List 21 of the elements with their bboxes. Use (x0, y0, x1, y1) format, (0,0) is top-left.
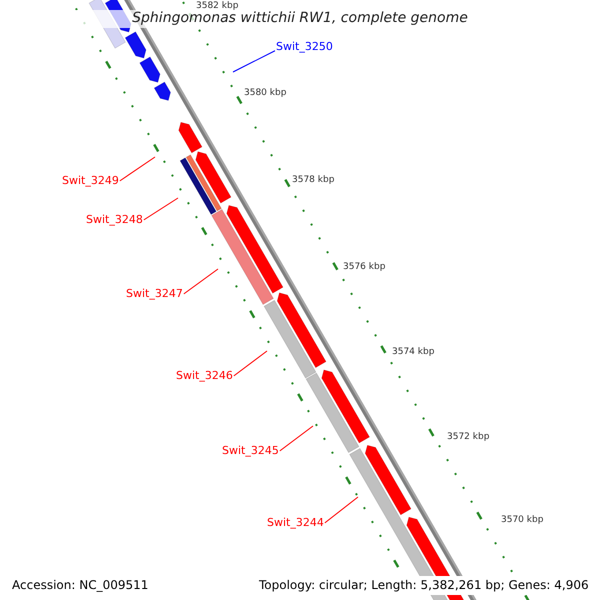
leader-line (324, 496, 358, 524)
scale-label: 3582 kbp (196, 1, 238, 11)
gene-label: Swit_3248 (86, 213, 143, 226)
gene-label: Swit_3244 (267, 516, 324, 529)
scale-label: 3572 kbp (447, 432, 490, 444)
leader-line (233, 350, 268, 376)
gene-label: Swit_3246 (176, 369, 233, 382)
leader-line (279, 426, 314, 452)
scale-label: 3570 kbp (501, 515, 544, 526)
gene-label: Swit_3247 (126, 287, 183, 300)
gene-label: Swit_3249 (62, 174, 119, 187)
scale-label: 3580 kbp (244, 88, 286, 100)
scale-label: 3574 kbp (392, 347, 434, 358)
scale-label: 3578 kbp (292, 175, 334, 186)
scale-label: 3576 kbp (343, 262, 386, 274)
leader-line (119, 156, 156, 182)
leader-line (232, 50, 276, 72)
leader-line (143, 198, 178, 220)
gene-label: Swit_3245 (222, 444, 279, 457)
leader-line (183, 268, 218, 294)
gene-label: Swit_3250 (276, 40, 333, 53)
